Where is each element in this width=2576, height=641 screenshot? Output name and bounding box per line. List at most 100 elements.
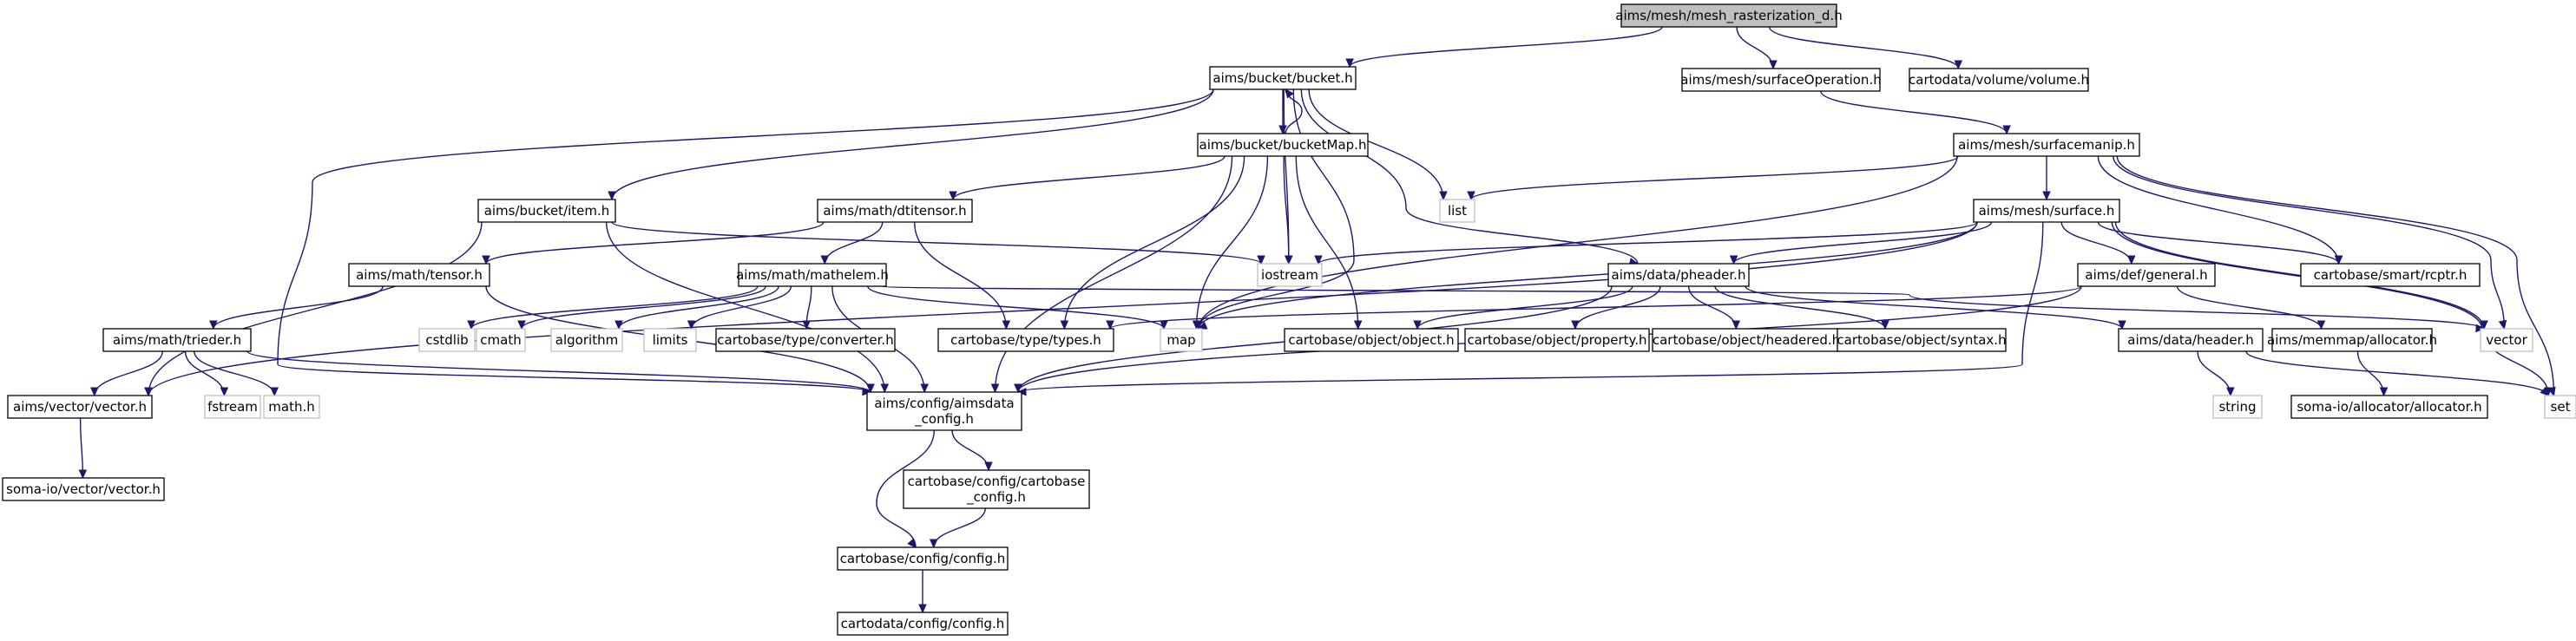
node-fstream: fstream xyxy=(204,395,261,419)
node-box xyxy=(1620,3,1837,28)
node-bucket[interactable]: aims/bucket/bucket.h xyxy=(1209,66,1357,90)
node-list: list xyxy=(1439,199,1475,223)
edge-line xyxy=(867,285,1165,330)
node-soma_allocator[interactable]: soma-io/allocator/allocator.h xyxy=(2290,395,2488,419)
arrowhead xyxy=(2042,191,2051,201)
node-property[interactable]: cartobase/object/property.h xyxy=(1464,328,1650,352)
node-label: aims/def/general.h xyxy=(2085,267,2207,283)
node-box xyxy=(1652,328,1841,352)
edge-bucket-to-pheader xyxy=(1300,88,1640,266)
edge-surface-to-vector xyxy=(2114,221,2488,330)
node-map: map xyxy=(1160,328,1203,352)
node-rcptr[interactable]: cartobase/smart/rcptr.h xyxy=(2300,263,2481,287)
edge-line xyxy=(994,155,1233,393)
edge-surfacemanip-to-list xyxy=(1467,155,1959,201)
node-surfaceOperation[interactable]: aims/mesh/surfaceOperation.h xyxy=(1680,68,1882,92)
edge-line xyxy=(2060,221,2132,265)
edge-trieder-to-fstream xyxy=(184,350,229,397)
arrowhead xyxy=(1106,320,1114,330)
arrowhead xyxy=(1197,321,1208,330)
node-box xyxy=(837,612,1009,636)
node-box xyxy=(1953,133,2140,157)
node-aimsvector[interactable]: aims/vector/vector.h xyxy=(7,395,153,419)
node-label: aims/bucket/bucketMap.h xyxy=(1199,137,1367,153)
node-label: aims/data/header.h xyxy=(2127,332,2253,348)
node-bucketMap[interactable]: aims/bucket/bucketMap.h xyxy=(1197,133,1369,157)
edge-line xyxy=(951,429,989,471)
node-aimsdata_config[interactable]: aims/config/aimsdata_config.h xyxy=(866,391,1022,431)
node-box xyxy=(715,328,896,352)
edge-surface-to-map xyxy=(1194,221,1978,330)
node-syntax[interactable]: cartobase/object/syntax.h xyxy=(1837,328,2007,352)
node-box xyxy=(2300,263,2481,287)
arrowhead xyxy=(1160,320,1168,330)
arrowhead xyxy=(2334,255,2343,265)
node-string: string xyxy=(2212,395,2263,419)
node-cartodata_config[interactable]: cartodata/config/config.h xyxy=(837,612,1009,636)
node-cartobase_config[interactable]: cartobase/config/cartobase_config.h xyxy=(903,469,1090,509)
node-box xyxy=(7,395,153,419)
arrowhead xyxy=(949,191,957,201)
edge-aimsdata_config-to-cartobase_configh xyxy=(876,429,935,548)
node-mathelem[interactable]: aims/math/mathelem.h xyxy=(736,263,889,287)
node-general[interactable]: aims/def/general.h xyxy=(2077,263,2216,287)
node-item[interactable]: aims/bucket/item.h xyxy=(477,199,616,223)
node-surfacemanip[interactable]: aims/mesh/surfacemanip.h xyxy=(1953,133,2140,157)
node-mathh: math.h xyxy=(263,395,320,419)
node-tensor[interactable]: aims/math/tensor.h xyxy=(348,263,490,287)
node-box xyxy=(2,477,165,501)
edge-line xyxy=(882,285,2485,330)
edge-line xyxy=(1308,88,1444,200)
edge-line xyxy=(1198,88,1355,330)
edge-surface-to-pheader xyxy=(1729,221,1993,265)
node-label: map xyxy=(1166,332,1195,348)
node-headered[interactable]: cartobase/object/headered.h xyxy=(1652,328,1841,352)
node-label: _config.h xyxy=(966,489,1026,506)
node-types[interactable]: cartobase/type/types.h xyxy=(937,328,1114,352)
node-label: cstdlib xyxy=(425,332,468,348)
edge-line xyxy=(2116,155,2555,396)
edge-line xyxy=(2197,350,2231,396)
node-header[interactable]: aims/data/header.h xyxy=(2118,328,2264,352)
node-allocator[interactable]: aims/memmap/allocator.h xyxy=(2267,328,2437,352)
node-pheader[interactable]: aims/data/pheader.h xyxy=(1607,263,1750,287)
node-box xyxy=(476,328,526,352)
node-root[interactable]: aims/mesh/mesh_rasterization_d.h xyxy=(1615,3,1843,28)
node-dtitensor[interactable]: aims/math/dtitensor.h xyxy=(817,199,973,223)
node-soma_vector[interactable]: soma-io/vector/vector.h xyxy=(2,477,165,501)
edge-mathelem-to-cmath xyxy=(517,285,766,330)
arrowhead xyxy=(1314,255,1323,265)
node-object[interactable]: cartobase/object/object.h xyxy=(1284,328,1459,352)
node-label: cartodata/volume/volume.h xyxy=(1909,72,2089,88)
node-box xyxy=(1209,66,1357,90)
edge-line xyxy=(1820,90,2008,134)
arrowhead xyxy=(880,383,890,394)
node-box xyxy=(1197,133,1369,157)
arrowhead xyxy=(1285,255,1293,265)
edge-surfacemanip-to-vector xyxy=(2113,155,2507,330)
arrowhead xyxy=(467,320,476,330)
node-converter[interactable]: cartobase/type/converter.h xyxy=(715,328,896,352)
node-label: cartobase/smart/rcptr.h xyxy=(2314,267,2468,283)
node-limits: limits xyxy=(643,328,697,352)
edge-header-to-string xyxy=(2197,350,2235,397)
node-box xyxy=(2271,328,2433,352)
edge-line xyxy=(2113,155,2505,330)
edge-line xyxy=(2245,350,2549,396)
node-surface[interactable]: aims/mesh/surface.h xyxy=(1973,199,2120,223)
node-trieder[interactable]: aims/math/trieder.h xyxy=(102,328,252,352)
edge-line xyxy=(1736,26,1774,69)
edge-layer xyxy=(78,26,2556,614)
arrowhead xyxy=(1769,60,1778,70)
edge-line xyxy=(824,221,884,265)
node-label: set xyxy=(2551,399,2571,415)
node-cartobase_configh[interactable]: cartobase/config/config.h xyxy=(837,546,1009,571)
arrowhead xyxy=(144,387,153,397)
node-volume[interactable]: cartodata/volume/volume.h xyxy=(1909,68,2089,92)
node-layer: aims/mesh/mesh_rasterization_d.h aims/buc… xyxy=(2,3,2576,636)
edge-pheader-to-headered xyxy=(1688,285,1741,330)
node-box xyxy=(1607,263,1750,287)
edge-cartobase_config-to-cartobase_configh xyxy=(929,507,986,549)
node-box xyxy=(1160,328,1203,352)
edge-bucketMap-to-object xyxy=(1295,155,1363,330)
